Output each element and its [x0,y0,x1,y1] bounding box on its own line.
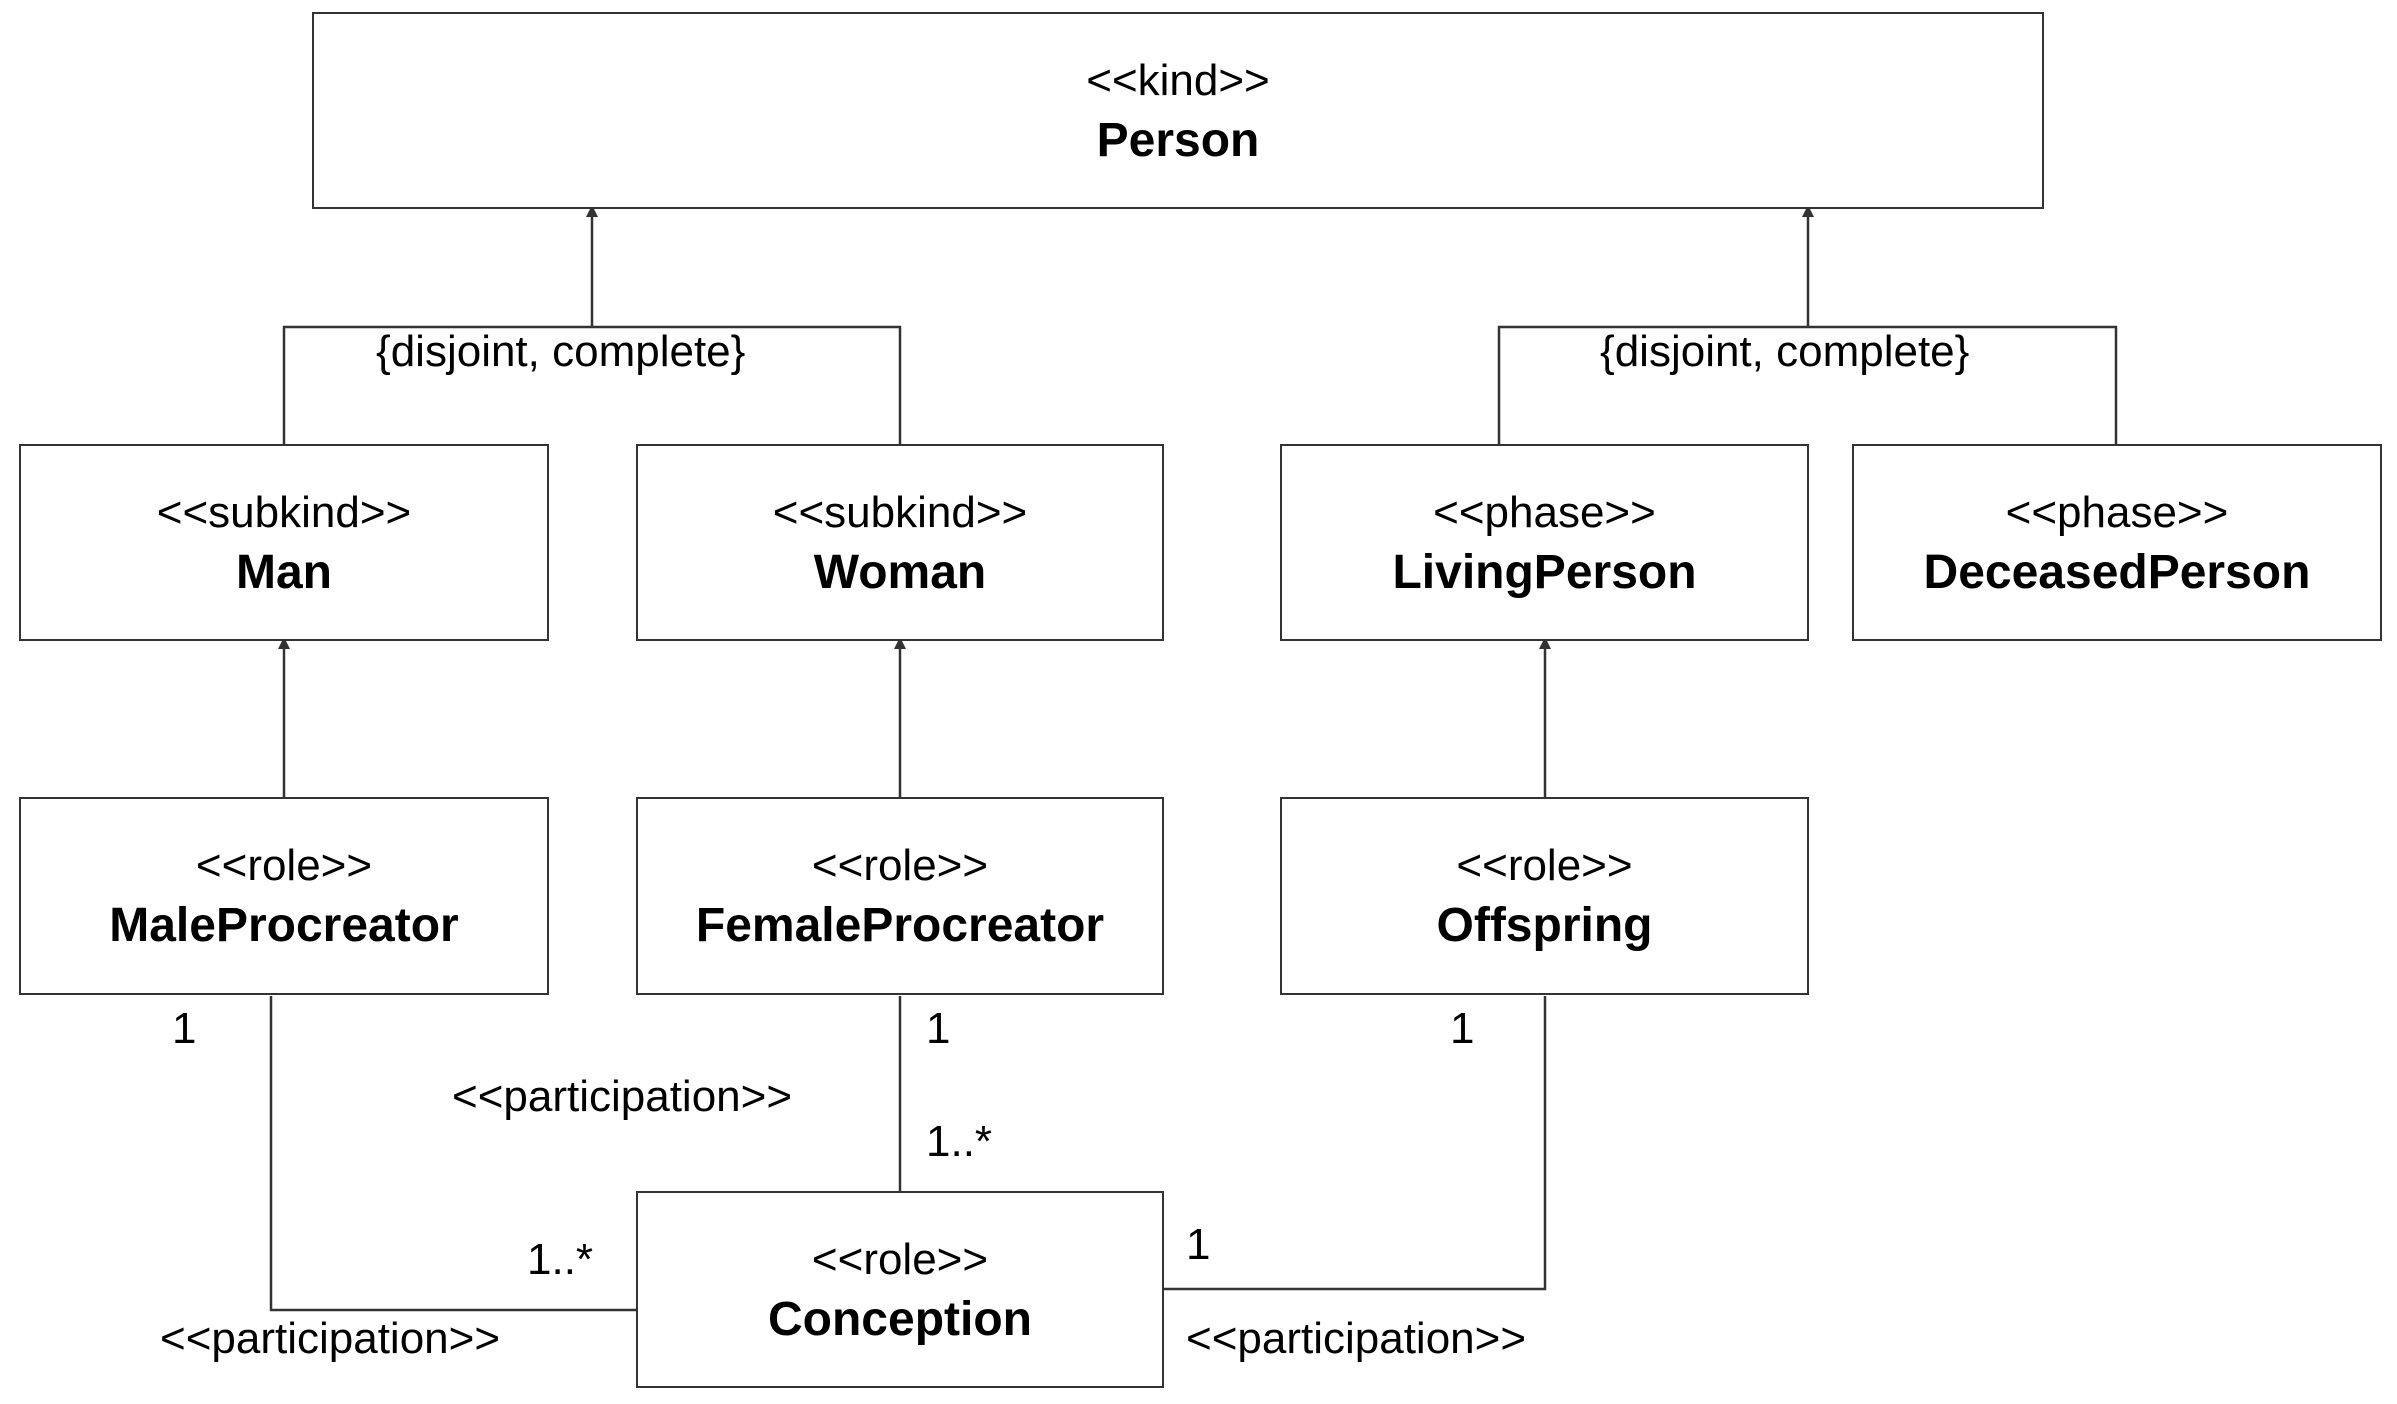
association-offspring-conception [1163,996,1547,1291]
class-name: Conception [768,1292,1032,1346]
multiplicity-maleprocreator: 1 [172,1004,197,1053]
participation-label-offspring: <<participation>> [1186,1314,1527,1363]
class-name: LivingPerson [1392,545,1697,599]
class-maleprocreator[interactable]: <<role>> MaleProcreator [19,797,549,995]
stereotype-label: <<phase>> [2005,487,2229,537]
class-offspring[interactable]: <<role>> Offspring [1280,797,1809,995]
generalization-set-constraint-life: {disjoint, complete} [1600,327,1970,376]
class-name: MaleProcreator [109,899,459,952]
association-maleprocreator-conception [269,996,636,1312]
class-woman[interactable]: <<subkind>> Woman [636,444,1164,641]
stereotype-label: <<subkind>> [772,487,1028,537]
stereotype-label: <<role>> [1456,841,1633,890]
stereotype-label: <<subkind>> [156,487,412,537]
stereotype-label: <<role>> [811,1234,989,1284]
class-conception[interactable]: <<role>> Conception [636,1191,1164,1388]
class-name: Woman [813,545,987,599]
multiplicity-conception-male: 1..* [527,1235,594,1284]
stereotype-label: <<role>> [811,841,989,890]
class-man[interactable]: <<subkind>> Man [19,444,549,641]
class-deceasedperson[interactable]: <<phase>> DeceasedPerson [1852,444,2382,641]
class-name: FemaleProcreator [695,899,1105,952]
generalization-set-constraint-sex: {disjoint, complete} [376,327,746,376]
class-name: Man [236,545,332,599]
class-femaleprocreator[interactable]: <<role>> FemaleProcreator [636,797,1164,995]
multiplicity-offspring: 1 [1450,1004,1475,1053]
class-name: DeceasedPerson [1923,545,2311,599]
class-livingperson[interactable]: <<phase>> LivingPerson [1280,444,1809,641]
participation-label-male: <<participation>> [160,1314,501,1363]
class-name: Person [1096,113,1260,167]
participation-label-female: <<participation>> [452,1072,793,1121]
stereotype-label: <<role>> [195,841,373,890]
stereotype-label: <<kind>> [1086,55,1270,105]
stereotype-label: <<phase>> [1433,487,1656,537]
multiplicity-conception-offspring: 1 [1186,1220,1211,1269]
class-name: Offspring [1436,899,1653,952]
multiplicity-conception-female: 1..* [926,1117,993,1166]
multiplicity-femaleprocreator: 1 [926,1004,951,1053]
class-person[interactable]: <<kind>> Person [312,12,2044,209]
